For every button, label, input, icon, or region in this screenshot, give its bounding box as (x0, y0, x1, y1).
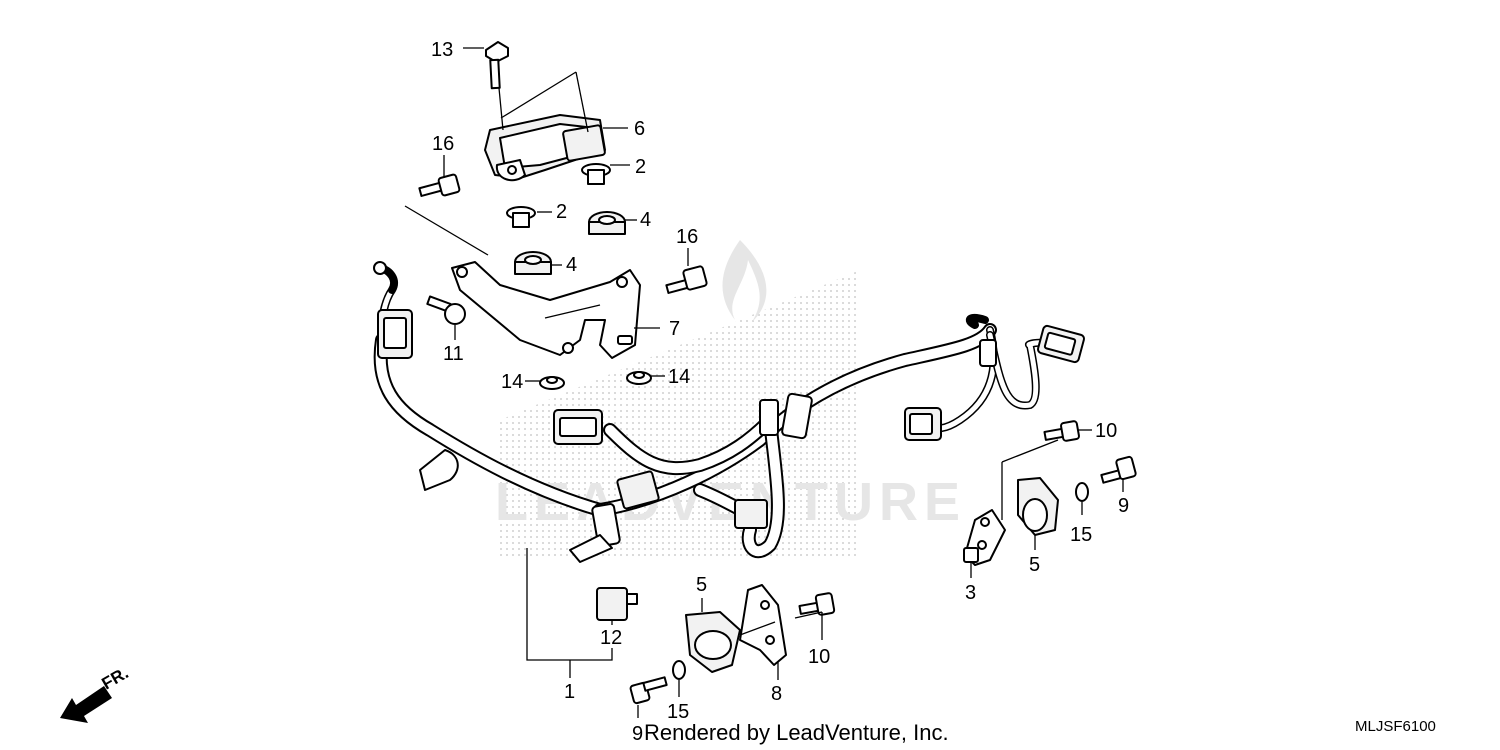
callout-2-right: 2 (635, 156, 646, 178)
callout-14-right: 14 (668, 366, 690, 388)
control-unit (484, 114, 606, 182)
callout-9-right: 9 (1118, 495, 1129, 517)
callout-5-bottom: 5 (696, 574, 707, 596)
wire-harness (373, 261, 1086, 563)
callout-16-upper: 16 (432, 133, 454, 155)
front-direction-arrow: FR. (60, 663, 132, 723)
callout-12: 12 (600, 627, 622, 649)
callout-6: 6 (634, 118, 645, 140)
hardware (418, 163, 1137, 705)
callout-15-right: 15 (1070, 524, 1092, 546)
callout-15-bottom: 15 (667, 701, 689, 723)
callout-5-right: 5 (1029, 554, 1040, 576)
bracket-7 (451, 261, 641, 359)
callout-14-left: 14 (501, 371, 523, 393)
callout-10-bottom: 10 (808, 646, 830, 668)
diagram-code: MLJSF6100 (1355, 718, 1436, 735)
callout-10-upper: 10 (1095, 420, 1117, 442)
callout-8: 8 (771, 683, 782, 705)
callout-4-left: 4 (566, 254, 577, 276)
callout-7: 7 (669, 318, 680, 340)
callout-4-right: 4 (640, 209, 651, 231)
callout-1: 1 (564, 681, 575, 703)
callout-11: 11 (443, 343, 464, 365)
callout-13: 13 (431, 39, 453, 61)
callout-2-left: 2 (556, 201, 567, 223)
leader-lines (404, 47, 1124, 718)
callouts: 13 6 2 16 2 4 4 16 11 7 14 14 10 9 15 5 … (431, 39, 1129, 745)
callout-3: 3 (965, 582, 976, 604)
bolt-13 (485, 41, 509, 90)
callout-9-bottom: 9 (632, 723, 643, 745)
callout-16-right: 16 (676, 226, 698, 248)
render-credit: Rendered by LeadVenture, Inc. (644, 720, 949, 745)
